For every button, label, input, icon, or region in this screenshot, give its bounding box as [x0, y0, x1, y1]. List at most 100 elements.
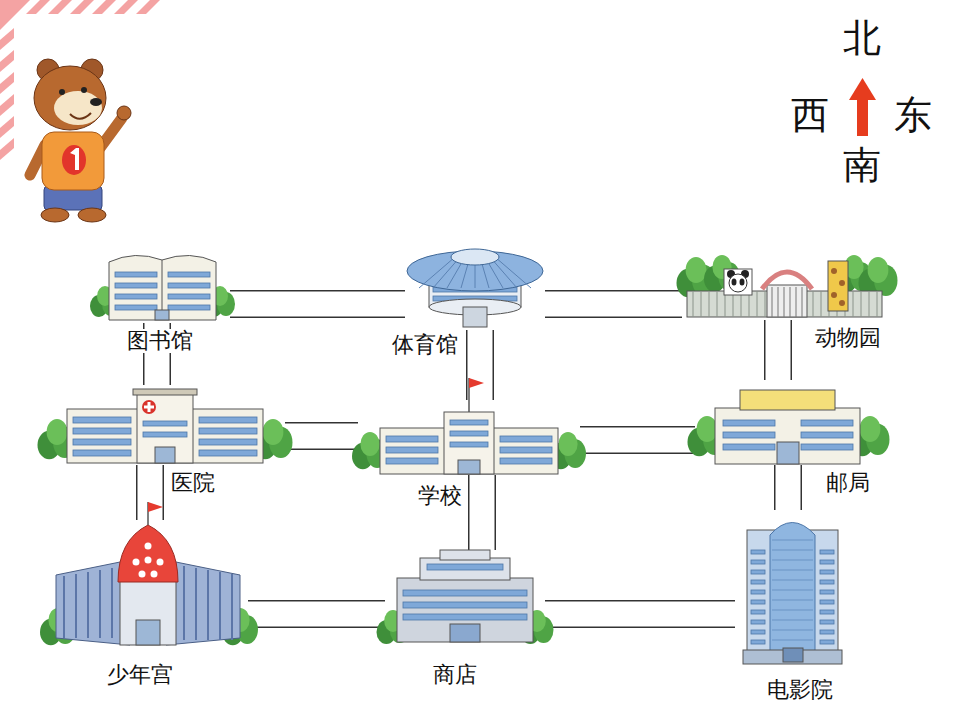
fence-bar [765, 291, 766, 317]
window-band [115, 272, 157, 277]
window-column [99, 570, 101, 638]
window-band [500, 458, 552, 464]
building: 邮局 [695, 380, 880, 465]
building-label: 体育馆 [389, 333, 461, 357]
window-band [403, 590, 527, 596]
door [458, 460, 480, 474]
stripe [114, 0, 138, 14]
window-band [801, 432, 853, 438]
stripe [0, 72, 14, 94]
window-band [751, 590, 765, 594]
window-band [751, 560, 765, 564]
flag [148, 502, 163, 512]
panda-sign [724, 269, 752, 295]
road [230, 290, 405, 318]
building-picture [358, 400, 580, 475]
gate-arch [762, 272, 812, 289]
window-column [207, 570, 209, 640]
window-column [75, 574, 77, 638]
fence-bar [757, 291, 758, 317]
building-label: 电影院 [764, 678, 836, 702]
bear-mascot [30, 59, 131, 222]
stripe [0, 28, 14, 50]
window-band [820, 610, 834, 614]
road [545, 600, 735, 628]
window-band [751, 550, 765, 554]
bear-nose [90, 98, 102, 106]
window-band [820, 570, 834, 574]
window-band [168, 272, 210, 277]
window-band [751, 600, 765, 604]
hospital-tower [137, 393, 193, 463]
glass-line [772, 630, 813, 631]
compass-direction: 北 [843, 19, 881, 57]
road [468, 475, 496, 550]
bear-foot [78, 208, 106, 222]
window-band [115, 294, 157, 299]
window-band [820, 630, 834, 634]
door [155, 310, 169, 320]
window-band [386, 458, 438, 464]
window-band [143, 432, 187, 437]
shop-upper [420, 558, 510, 580]
door [136, 620, 160, 645]
dome-rib [495, 257, 531, 288]
fence-bar [877, 291, 878, 317]
window-band [168, 294, 210, 299]
arrow-head [849, 78, 876, 100]
building-picture [95, 248, 230, 323]
road [580, 426, 695, 454]
fence-bar [861, 291, 862, 317]
road [248, 600, 385, 628]
road [774, 465, 802, 510]
stripe [0, 94, 14, 116]
stripe [26, 0, 50, 14]
building: 医院 [45, 385, 285, 465]
bear-shirt [42, 132, 104, 190]
window-band [73, 439, 131, 445]
tree-leaf [697, 416, 718, 442]
gate-bar [778, 287, 779, 317]
compass-direction: 南 [843, 146, 881, 184]
road-surface [230, 292, 405, 317]
shop-top [440, 550, 490, 560]
window-band [801, 444, 853, 450]
road-surface [470, 475, 495, 550]
bear-eye [81, 87, 87, 93]
window-column [195, 568, 197, 640]
window-band [820, 600, 834, 604]
building: 动物园 [682, 255, 887, 320]
window-band [386, 436, 438, 442]
tree-leaf [47, 419, 68, 445]
glass-line [772, 610, 813, 611]
tree-leaf [263, 419, 284, 445]
window-band [500, 436, 552, 442]
tree-leaf [860, 416, 881, 442]
glass-front [770, 523, 815, 661]
glass-line [772, 580, 813, 581]
giraffe-spot [831, 268, 837, 274]
dome-dot [145, 543, 152, 550]
window-band [143, 421, 187, 426]
glass-line [772, 600, 813, 601]
window-band [820, 590, 834, 594]
panda-eye [740, 279, 745, 286]
building: 电影院 [735, 510, 850, 665]
building-picture [682, 255, 887, 320]
glass-line [772, 550, 813, 551]
bear-mouth [70, 113, 91, 119]
compass-arrow [849, 78, 876, 136]
building-label: 图书馆 [124, 329, 196, 353]
road-surface [776, 465, 801, 510]
road-surface [138, 465, 163, 520]
fence-bar [821, 291, 822, 317]
window-band [751, 640, 765, 644]
window-band [801, 420, 853, 426]
building: 学校 [358, 400, 580, 475]
window-band [168, 305, 210, 310]
road-surface [545, 602, 735, 627]
window-band [73, 428, 131, 434]
bear-head [34, 66, 106, 130]
shirt-logo [62, 145, 86, 175]
window-band [751, 570, 765, 574]
